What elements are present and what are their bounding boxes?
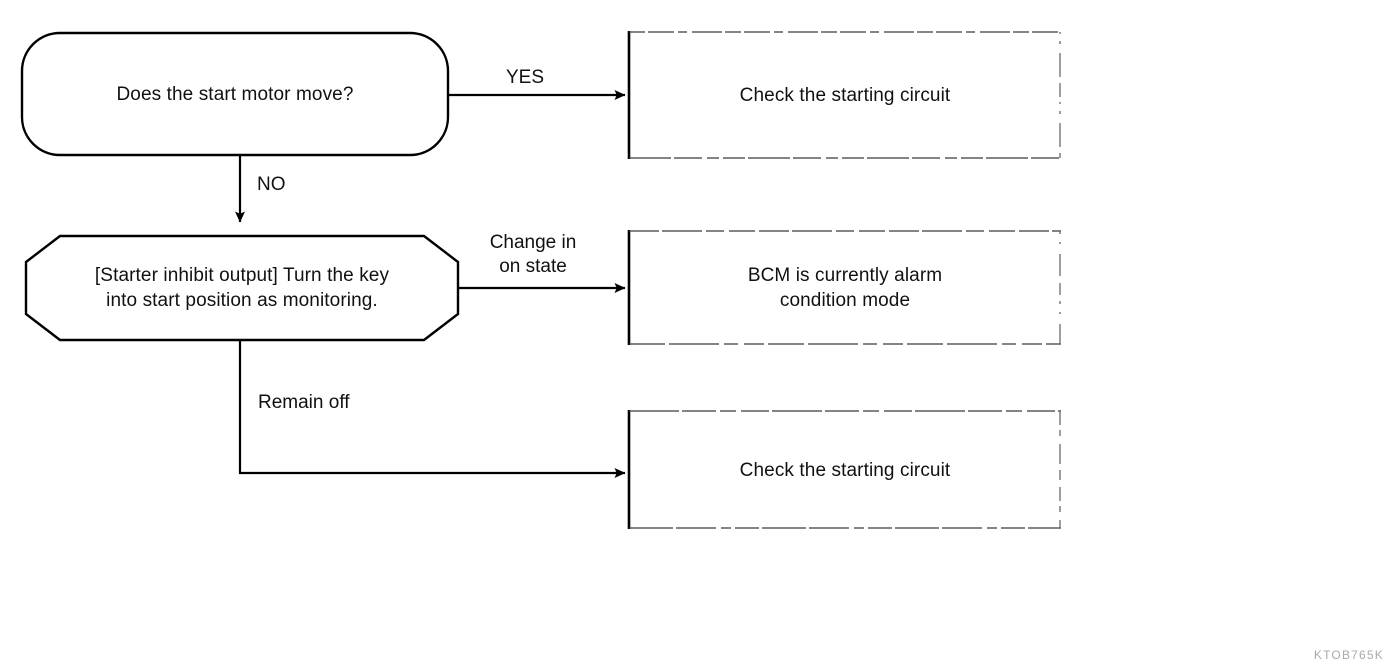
node-result-bcm-alarm-shape <box>627 230 1061 345</box>
page-watermark-code: KTOB765K <box>1313 648 1384 662</box>
node-result-check-circuit-1-shape <box>627 31 1061 159</box>
edge-remain-off-line <box>238 340 626 478</box>
node-question-start-motor-shape <box>20 31 450 157</box>
node-result-check-circuit-2-shape <box>627 410 1061 529</box>
node-starter-inhibit-shape <box>24 234 460 342</box>
